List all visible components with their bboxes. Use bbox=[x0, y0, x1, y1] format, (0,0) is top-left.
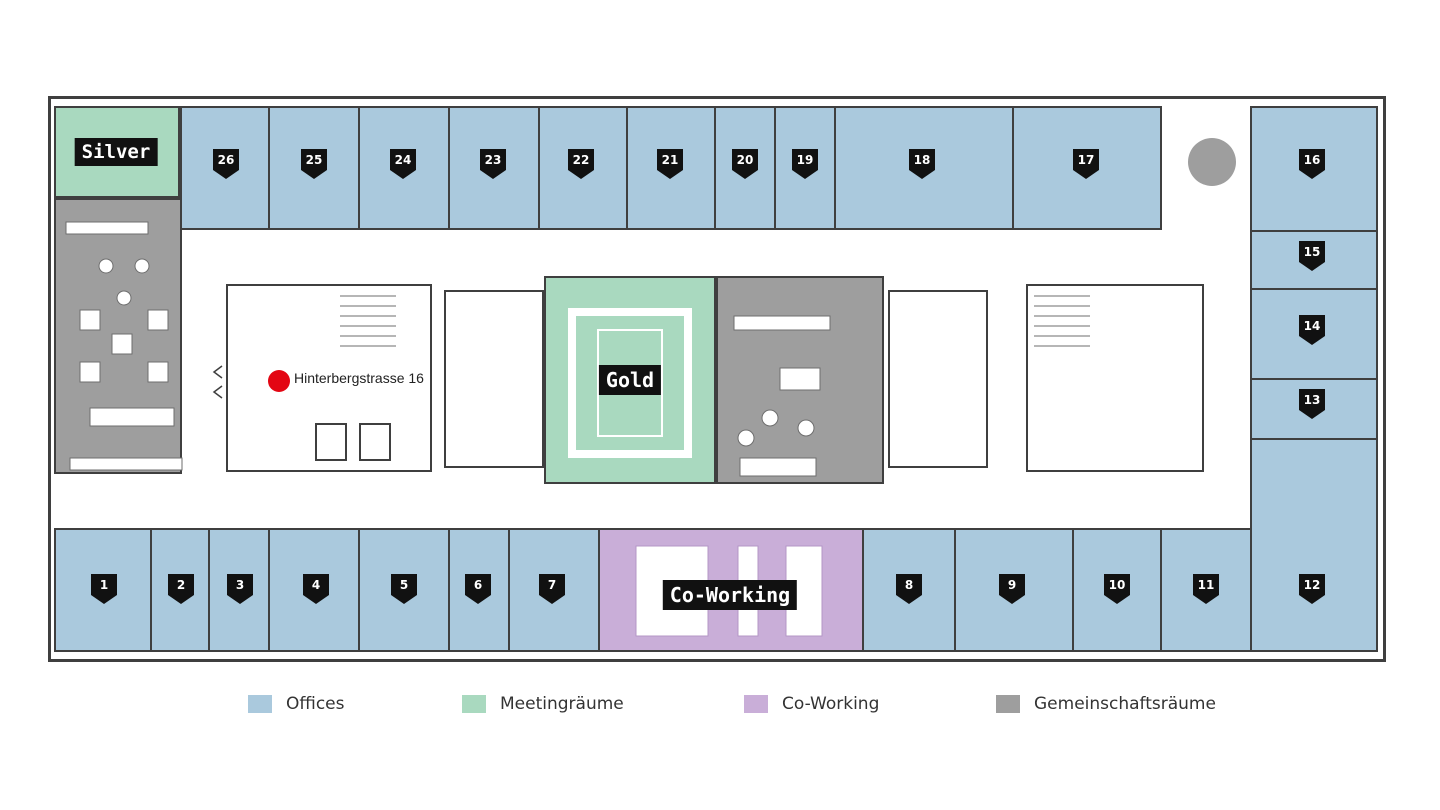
office-number-badge: 6 bbox=[465, 574, 491, 604]
office-number-badge: 26 bbox=[213, 149, 239, 179]
room-label-silver: Silver bbox=[74, 138, 158, 166]
legend-label-meeting: Meetingräume bbox=[500, 694, 624, 714]
office-number-badge: 13 bbox=[1299, 389, 1325, 419]
legend-item-coworking: Co-Working bbox=[744, 692, 879, 716]
office-number-badge: 19 bbox=[792, 149, 818, 179]
office-24[interactable] bbox=[358, 106, 450, 230]
office-number-badge: 7 bbox=[539, 574, 565, 604]
office-number-badge: 10 bbox=[1104, 574, 1130, 604]
office-number-badge: 9 bbox=[999, 574, 1025, 604]
office-number-badge: 21 bbox=[657, 149, 683, 179]
legend-label-common: Gemeinschaftsräume bbox=[1034, 694, 1216, 714]
office-number-badge: 12 bbox=[1299, 574, 1325, 604]
office-number-badge: 5 bbox=[391, 574, 417, 604]
office-number-badge: 8 bbox=[896, 574, 922, 604]
legend-item-offices: Offices bbox=[248, 692, 344, 716]
office-number-badge: 14 bbox=[1299, 315, 1325, 345]
legend-item-meeting: Meetingräume bbox=[462, 692, 624, 716]
legend-swatch-coworking bbox=[744, 695, 768, 713]
room-label-gold: Gold bbox=[598, 365, 662, 395]
office-number-badge: 4 bbox=[303, 574, 329, 604]
core-east bbox=[1026, 284, 1204, 472]
legend-swatch-common bbox=[996, 695, 1020, 713]
address-label: Hinterbergstrasse 16 bbox=[294, 370, 424, 386]
office-number-badge: 18 bbox=[909, 149, 935, 179]
legend-label-offices: Offices bbox=[286, 694, 345, 714]
legend-swatch-meeting bbox=[462, 695, 486, 713]
room-label-coworking: Co-Working bbox=[662, 580, 798, 610]
office-26[interactable] bbox=[180, 106, 270, 230]
office-number-badge: 3 bbox=[227, 574, 253, 604]
office-number-badge: 24 bbox=[390, 149, 416, 179]
office-number-badge: 22 bbox=[568, 149, 594, 179]
legend-label-coworking: Co-Working bbox=[782, 694, 880, 714]
office-number-badge: 11 bbox=[1193, 574, 1219, 604]
office-number-badge: 17 bbox=[1073, 149, 1099, 179]
office-number-badge: 25 bbox=[301, 149, 327, 179]
restrooms-east bbox=[888, 290, 988, 468]
legend-item-common: Gemeinschaftsräume bbox=[996, 692, 1216, 716]
office-number-badge: 1 bbox=[91, 574, 117, 604]
office-number-badge: 20 bbox=[732, 149, 758, 179]
office-number-badge: 16 bbox=[1299, 149, 1325, 179]
office-number-badge: 23 bbox=[480, 149, 506, 179]
restrooms-west bbox=[444, 290, 544, 468]
legend-swatch-offices bbox=[248, 695, 272, 713]
location-pin-icon bbox=[268, 370, 290, 392]
office-number-badge: 15 bbox=[1299, 241, 1325, 271]
office-number-badge: 2 bbox=[168, 574, 194, 604]
office-12[interactable] bbox=[1250, 438, 1378, 652]
